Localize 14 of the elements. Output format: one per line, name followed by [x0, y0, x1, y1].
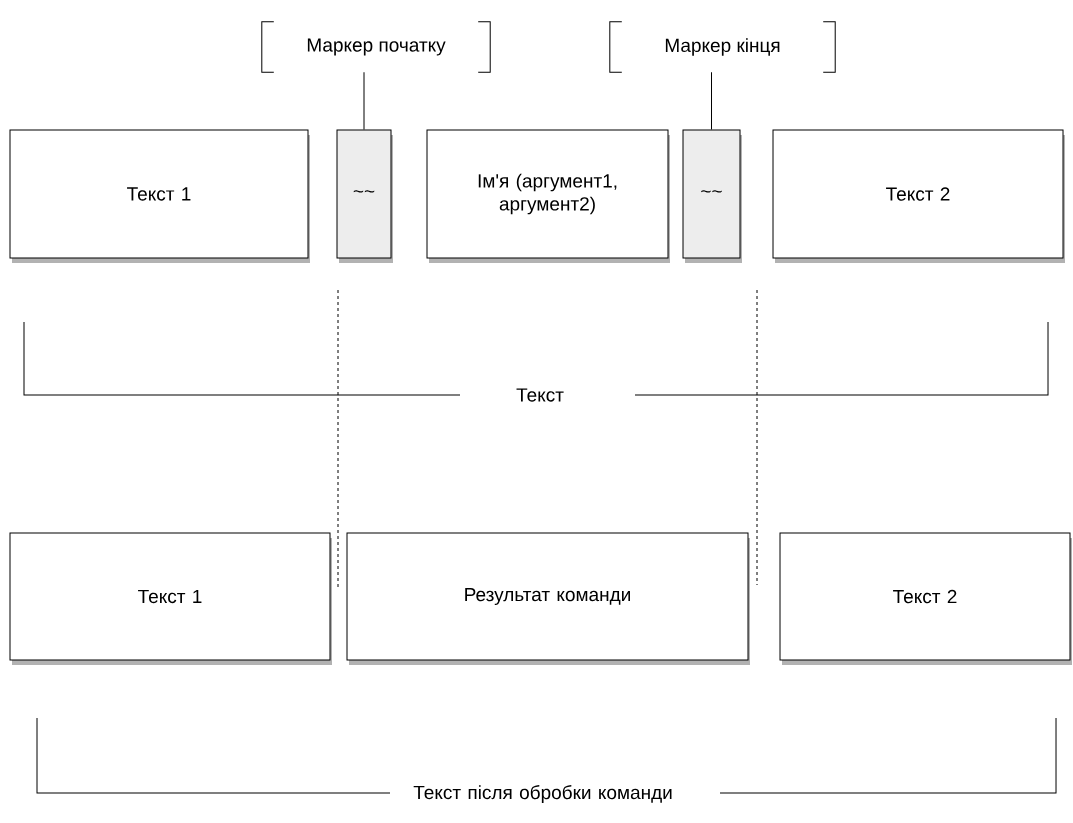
marker-box: ~~	[336, 129, 393, 263]
text-box: Текст 2	[779, 532, 1072, 665]
bracket-label: Маркер кінця	[609, 21, 836, 73]
bracket-label: Текст	[516, 388, 564, 402]
marker-box: ~~	[682, 129, 742, 263]
leader-line	[711, 71, 712, 130]
leader-line	[363, 71, 365, 130]
text-box: Ім'я (аргумент1, аргумент2)	[426, 129, 670, 263]
bracket-label: Маркер початку	[261, 21, 491, 73]
bracket-label: Текст після обробки команди	[413, 785, 672, 803]
text-box: Результат команди	[346, 532, 750, 665]
text-box: Текст 1	[9, 129, 310, 263]
text-box: Текст 1	[9, 532, 332, 665]
text-box: Текст 2	[772, 129, 1065, 263]
